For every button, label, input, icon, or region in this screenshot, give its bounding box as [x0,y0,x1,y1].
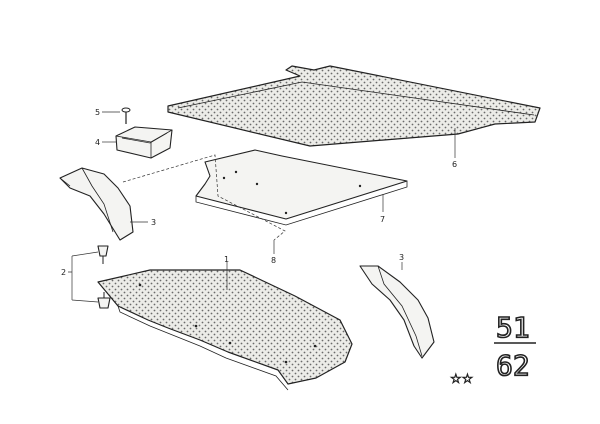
rear-floor-mat [97,269,353,391]
screw [121,107,131,124]
trunk-floor-mat [167,65,541,147]
callout-6: 6 [452,160,457,169]
assembly-line [122,154,286,241]
push-clip-lower [97,292,111,309]
callout-8: 8 [271,256,276,265]
callout-3-left: 3 [151,218,156,227]
wheel-arch-cover-right [359,265,435,359]
push-clip-upper [97,245,109,264]
callout-2: 2 [61,268,66,277]
trunk-floor-panel [195,149,408,226]
callout-3-right: 3 [399,253,404,262]
callout-4: 4 [95,138,100,147]
group-code-bottom: 62 [496,349,530,382]
star-marks: ☆☆ [450,372,473,387]
storage-tray [115,126,173,159]
callout-1: 1 [224,255,229,264]
group-code-top: 51 [496,311,530,344]
callout-5: 5 [95,108,100,117]
wheel-arch-cover-left [59,167,134,241]
callout-7: 7 [380,215,385,224]
